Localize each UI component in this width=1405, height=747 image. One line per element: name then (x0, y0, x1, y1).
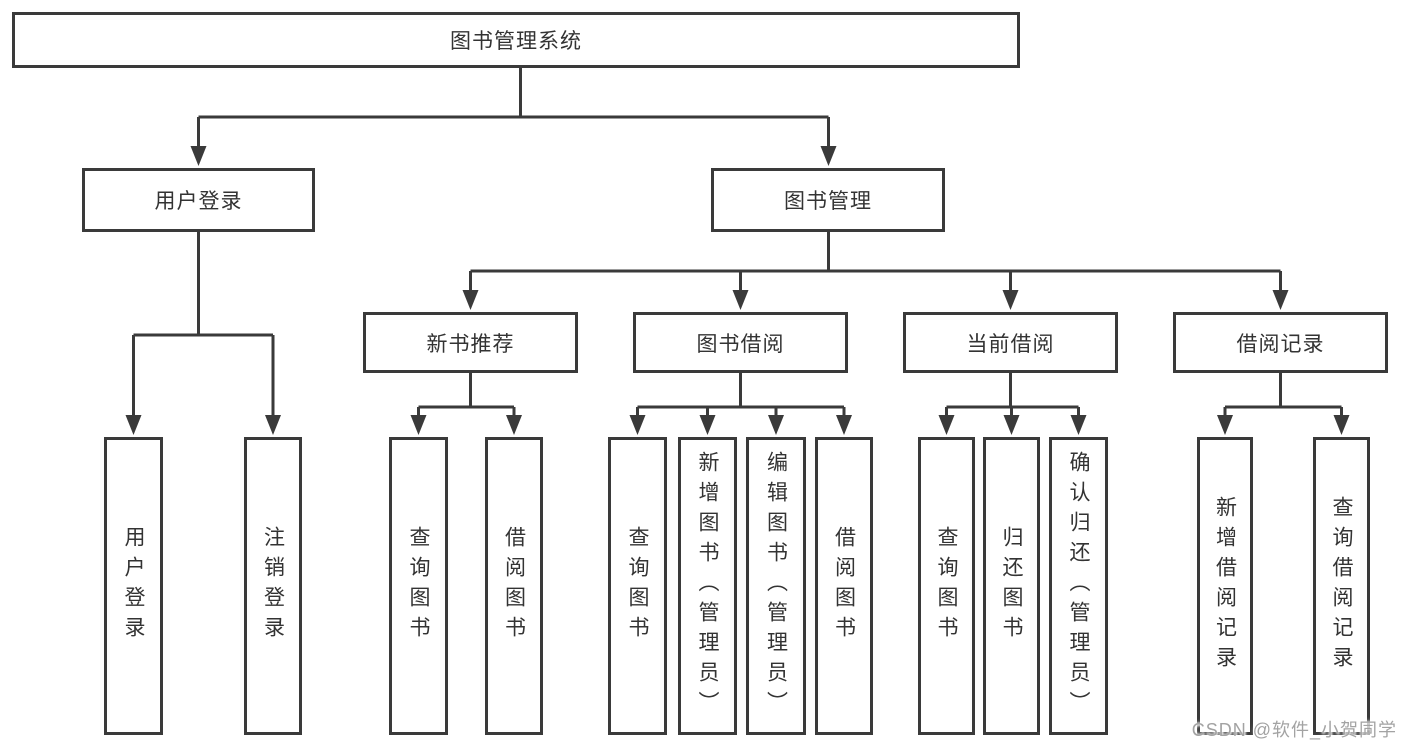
leaf-edit-books-admin: 编辑图书（管理员） (746, 437, 806, 735)
leaf-edit-books-admin-label: 编辑图书（管理员） (764, 451, 788, 721)
leaf-return-books-label: 归还图书 (1000, 526, 1023, 646)
leaf-borrow-query-books-label: 查询图书 (626, 526, 649, 646)
node-book-borrow-label: 图书借阅 (696, 332, 785, 356)
leaf-user-login-label: 用户登录 (122, 526, 145, 646)
leaf-return-books: 归还图书 (983, 437, 1040, 735)
leaf-current-query-books: 查询图书 (918, 437, 975, 735)
leaf-query-borrow-record: 查询借阅记录 (1313, 437, 1370, 735)
node-root-label: 图书管理系统 (450, 30, 582, 53)
node-root: 图书管理系统 (12, 12, 1020, 68)
node-new-book-recommend-label: 新书推荐 (426, 332, 515, 356)
node-book-borrow: 图书借阅 (633, 312, 848, 373)
leaf-recommend-query-books: 查询图书 (389, 437, 448, 735)
leaf-logout: 注销登录 (244, 437, 302, 735)
node-user-login-label: 用户登录 (154, 190, 243, 213)
leaf-logout-label: 注销登录 (261, 526, 285, 646)
leaf-borrow-books-label: 借阅图书 (832, 526, 856, 646)
leaf-recommend-borrow-books-label: 借阅图书 (502, 526, 526, 646)
node-current-borrow-label: 当前借阅 (966, 332, 1055, 356)
node-current-borrow: 当前借阅 (903, 312, 1118, 373)
node-book-management: 图书管理 (711, 168, 945, 232)
node-book-management-label: 图书管理 (784, 190, 872, 213)
leaf-add-books-admin: 新增图书（管理员） (678, 437, 737, 735)
leaf-borrow-books: 借阅图书 (815, 437, 873, 735)
csdn-watermark: CSDN @软件_小贺同学 (1191, 720, 1397, 740)
leaf-add-books-admin-label: 新增图书（管理员） (696, 451, 719, 721)
leaf-user-login: 用户登录 (104, 437, 163, 735)
leaf-recommend-query-books-label: 查询图书 (407, 526, 430, 646)
node-user-login: 用户登录 (82, 168, 315, 232)
leaf-recommend-borrow-books: 借阅图书 (485, 437, 543, 735)
node-borrow-records: 借阅记录 (1173, 312, 1388, 373)
leaf-query-borrow-record-label: 查询借阅记录 (1330, 496, 1353, 676)
leaf-add-borrow-record-label: 新增借阅记录 (1213, 496, 1237, 676)
leaf-confirm-return-admin-label: 确认归还（管理员） (1067, 451, 1090, 721)
node-borrow-records-label: 借阅记录 (1236, 332, 1325, 356)
leaf-add-borrow-record: 新增借阅记录 (1197, 437, 1253, 735)
node-new-book-recommend: 新书推荐 (363, 312, 578, 373)
leaf-confirm-return-admin: 确认归还（管理员） (1049, 437, 1108, 735)
leaf-borrow-query-books: 查询图书 (608, 437, 667, 735)
leaf-current-query-books-label: 查询图书 (935, 526, 958, 646)
